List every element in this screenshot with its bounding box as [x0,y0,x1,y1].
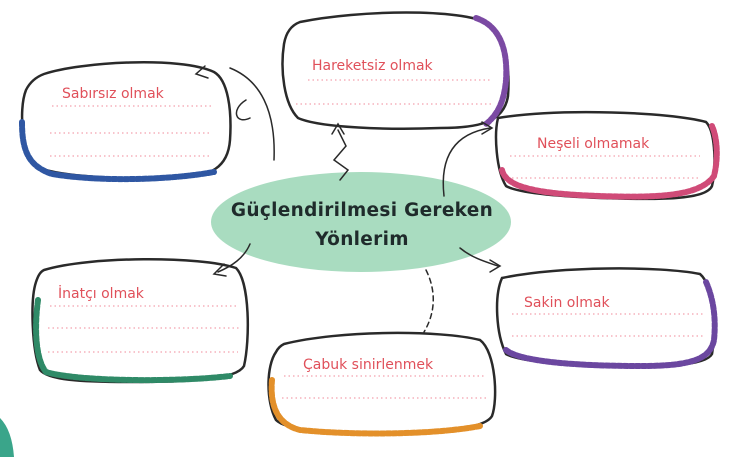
bubble-cabuk [267,331,497,437]
center-ellipse [211,172,511,272]
arrow-to-neseli [442,127,491,197]
corner-tab [0,418,14,457]
bubble-outline-sakin [495,267,716,368]
bubble-accent-hareketsiz [473,15,510,127]
center-title: Güçlendirilmesi Gereken Yönlerim [212,196,512,254]
label-neseli: Neşeli olmamak [537,136,650,152]
bubble-accent-sakin [503,279,718,370]
bubble-outline-sabirsiz [20,61,232,180]
bubble-inatci [31,257,250,384]
bubble-hareketsiz [281,11,510,130]
bubble-outline-cabuk [267,331,497,434]
arrow-to-inatci [217,243,251,273]
bubble-accent-cabuk [268,377,483,437]
bubble-accent-neseli [499,123,720,200]
label-hareketsiz: Hareketsiz olmak [312,58,433,74]
arrow-head [489,259,502,273]
center-title-line2: Yönlerim [315,229,409,250]
label-sakin: Sakin olmak [524,295,610,311]
bubble-accent-inatci [33,297,233,384]
arrow-head [212,263,227,277]
bubble-outline-inatci [31,257,250,384]
bubble-sabirsiz [19,61,232,183]
label-cabuk: Çabuk sinirlenmek [303,357,434,373]
label-sabirsiz: Sabırsız olmak [62,86,164,102]
bubble-outline-hareketsiz [281,11,510,130]
bubble-neseli [494,110,720,201]
arrow-to-sakin [459,247,499,267]
arrow-to-cabuk [423,269,434,333]
arrow-head [194,65,209,79]
label-inatci: İnatçı olmak [58,286,144,302]
arrow-head [331,122,345,135]
center-title-line1: Güçlendirilmesi Gereken [230,200,494,221]
arrow-to-sabirsiz [229,67,275,161]
bubble-sakin [495,267,718,370]
arrow-head [481,121,494,135]
bubble-accent-sabirsiz [19,119,217,183]
connectors [194,65,502,333]
arrow-to-hareketsiz [332,129,350,181]
